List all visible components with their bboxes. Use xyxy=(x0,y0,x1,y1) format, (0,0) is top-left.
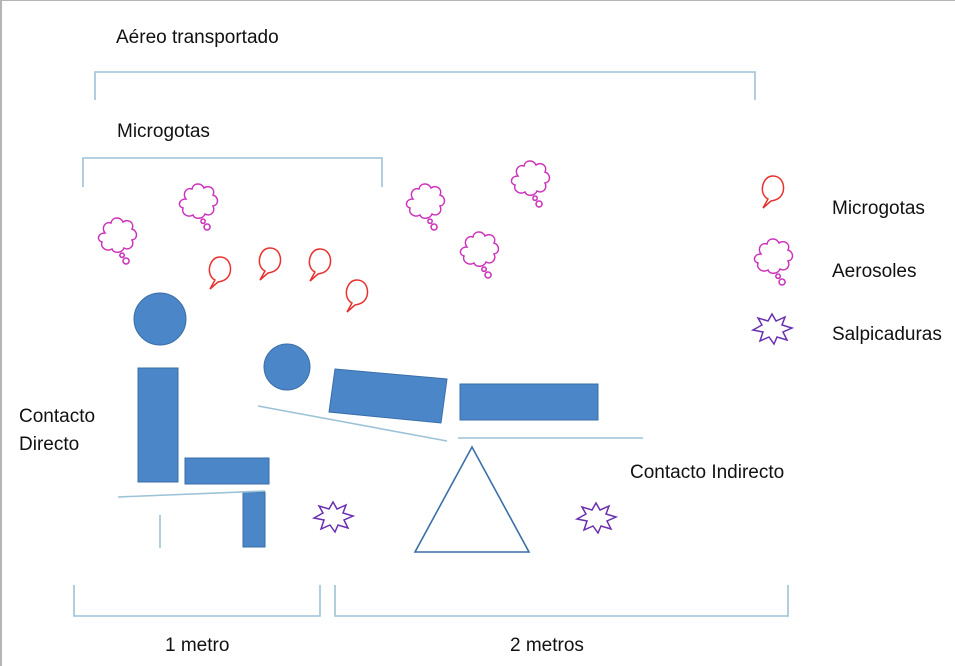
one-meter-bracket xyxy=(73,585,321,617)
two-meter-label: 2 metros xyxy=(510,635,584,656)
bed-backrest xyxy=(257,405,448,442)
airborne-label: Aéreo transportado xyxy=(116,27,279,48)
aerosol-cloud-icon xyxy=(405,183,446,231)
direct-contact-label-line1: Contacto xyxy=(19,406,96,427)
aerosol-cloud-icon xyxy=(510,160,551,208)
microdroplets-group xyxy=(208,247,369,313)
legend-droplet-icon xyxy=(761,175,785,209)
indirect-contact-label: Contacto Indirecto xyxy=(630,462,785,483)
seated-person-leg xyxy=(242,491,266,548)
splash-icon xyxy=(576,502,617,534)
seated-person-head xyxy=(133,292,187,346)
seated-person-torso xyxy=(137,367,179,483)
airborne-bracket xyxy=(94,71,756,100)
direct-contact-label-line2: Directo xyxy=(19,434,80,455)
legend-item-splashes: Salpicaduras xyxy=(832,324,942,345)
droplet-icon xyxy=(258,247,282,281)
splashes-group xyxy=(313,501,617,534)
aerosol-cloud-icon xyxy=(97,217,138,265)
bed xyxy=(257,405,643,553)
droplet-icon xyxy=(308,248,332,282)
microdroplets-bracket xyxy=(82,157,383,187)
seated-person-thigh xyxy=(184,457,270,485)
chair-seat xyxy=(117,490,266,498)
chair xyxy=(117,490,266,548)
patient-torso xyxy=(328,368,448,424)
splash-icon xyxy=(313,501,354,533)
legend-item-aerosols: Aerosoles xyxy=(832,261,917,282)
one-meter-label: 1 metro xyxy=(165,635,230,656)
aerosols-group xyxy=(97,160,551,279)
droplet-icon xyxy=(208,256,232,290)
legend-splash-icon xyxy=(752,313,793,345)
legend-item-microdroplets: Microgotas xyxy=(832,198,925,219)
seated-person xyxy=(133,292,270,548)
patient-legs xyxy=(459,383,599,421)
microdroplets-range-label: Microgotas xyxy=(117,121,210,142)
legend-icons xyxy=(752,175,794,345)
reclining-patient xyxy=(263,343,599,424)
bed-base xyxy=(413,445,531,553)
aerosol-cloud-icon xyxy=(178,183,219,231)
aerosol-cloud-icon xyxy=(459,231,500,279)
droplet-icon xyxy=(345,279,369,313)
two-meter-bracket xyxy=(334,585,789,617)
brackets xyxy=(73,71,789,617)
patient-head xyxy=(263,343,311,391)
legend-aerosol-cloud-icon xyxy=(753,238,794,286)
